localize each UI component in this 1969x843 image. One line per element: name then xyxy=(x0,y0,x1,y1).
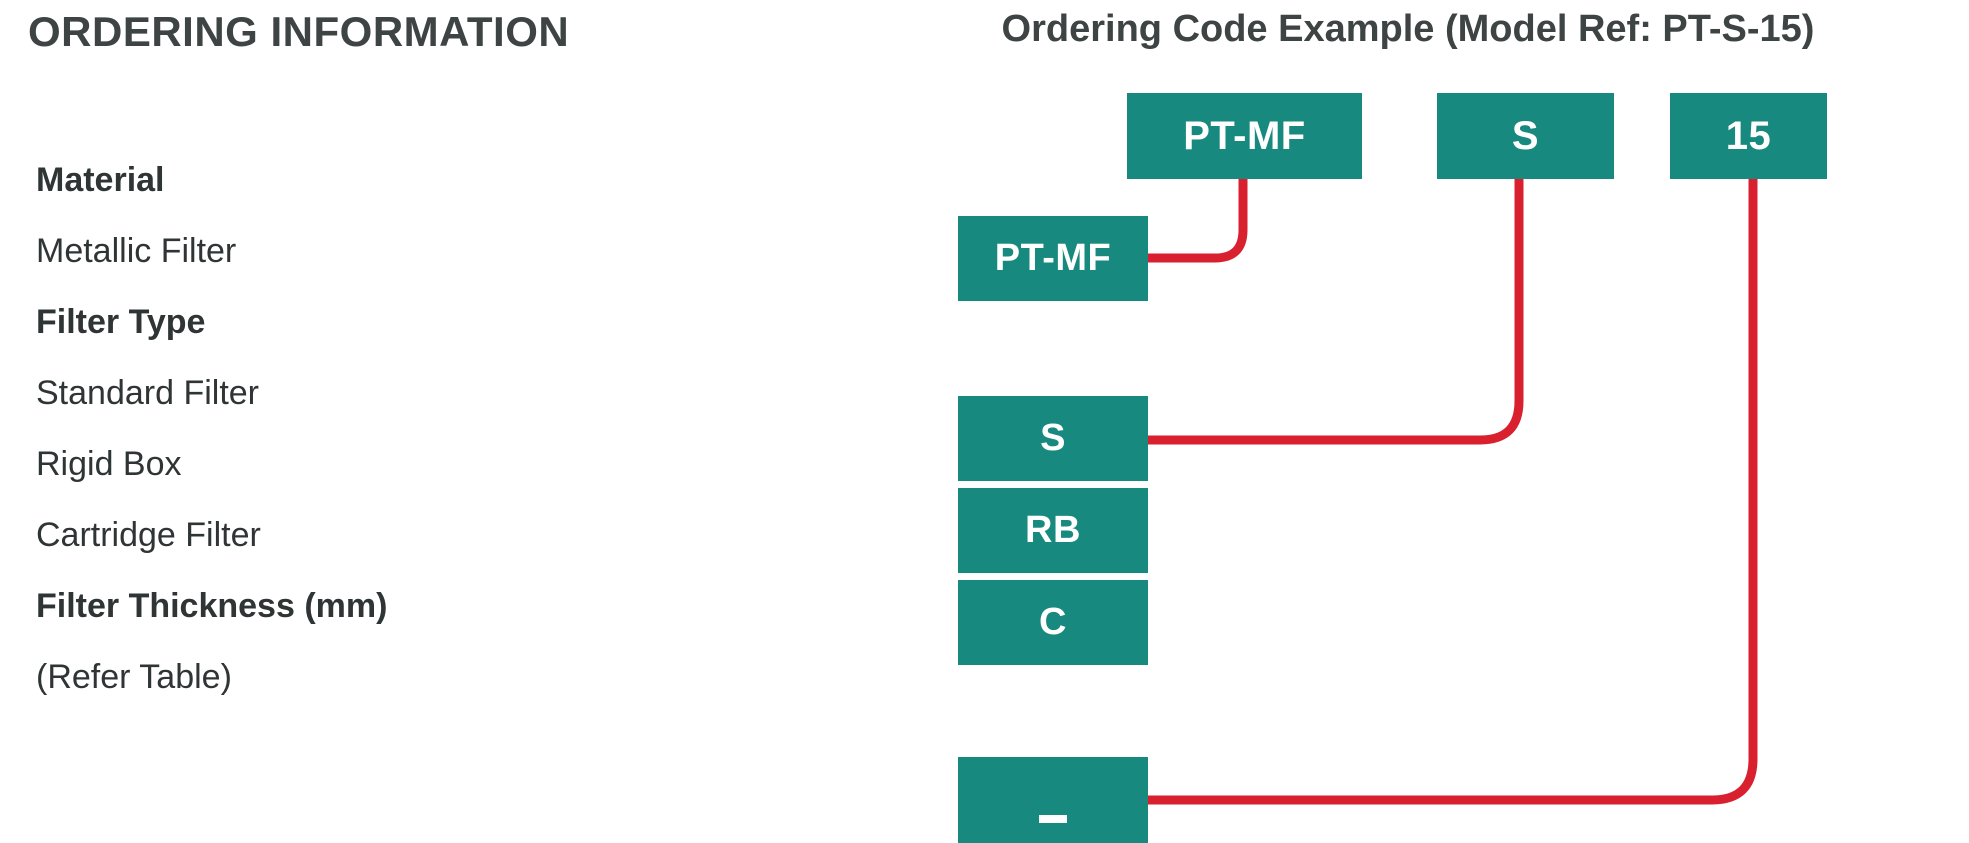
group-heading-label: Filter Type xyxy=(36,303,206,341)
connector-thickness xyxy=(1148,179,1758,805)
connector-material xyxy=(1148,179,1248,263)
list-item-refer-table: (Refer Table) xyxy=(36,642,656,713)
code-segment-material[interactable]: PT-MF xyxy=(1127,93,1362,179)
connector-filter-type xyxy=(1148,179,1524,445)
page-title: ORDERING INFORMATION xyxy=(28,8,570,55)
dash-glyph xyxy=(1039,815,1067,823)
ordering-code-example-title: Ordering Code Example (Model Ref: PT-S-1… xyxy=(1001,8,1815,50)
code-segment-filter-type[interactable]: S xyxy=(1437,93,1614,179)
list-item-metallic-filter: Metallic Filter xyxy=(36,216,656,287)
list-item-label: Rigid Box xyxy=(36,445,182,483)
list-item-standard-filter: Standard Filter xyxy=(36,358,656,429)
code-segment-thickness[interactable]: 15 xyxy=(1670,93,1827,179)
list-item-label: (Refer Table) xyxy=(36,658,232,696)
option-box-dash[interactable] xyxy=(958,757,1148,843)
list-item-label: Standard Filter xyxy=(36,374,259,412)
list-item-cartridge-filter: Cartridge Filter xyxy=(36,500,656,571)
option-box-s[interactable]: S xyxy=(958,396,1148,481)
list-item-rigid-box: Rigid Box xyxy=(36,429,656,500)
list-item-label: Metallic Filter xyxy=(36,232,237,270)
option-box-rb[interactable]: RB xyxy=(958,488,1148,573)
list-item-label: Cartridge Filter xyxy=(36,516,261,554)
group-heading-label: Material xyxy=(36,161,165,199)
option-box-c[interactable]: C xyxy=(958,580,1148,665)
list-group-heading-filter-thickness: Filter Thickness (mm) xyxy=(36,571,656,642)
list-group-heading-filter-type: Filter Type xyxy=(36,287,656,358)
option-box-ptmf[interactable]: PT-MF xyxy=(958,216,1148,301)
group-heading-label: Filter Thickness (mm) xyxy=(36,587,388,625)
list-group-heading-material: Material xyxy=(36,145,656,216)
ordering-option-list: Material Metallic Filter Filter Type Sta… xyxy=(36,145,656,713)
